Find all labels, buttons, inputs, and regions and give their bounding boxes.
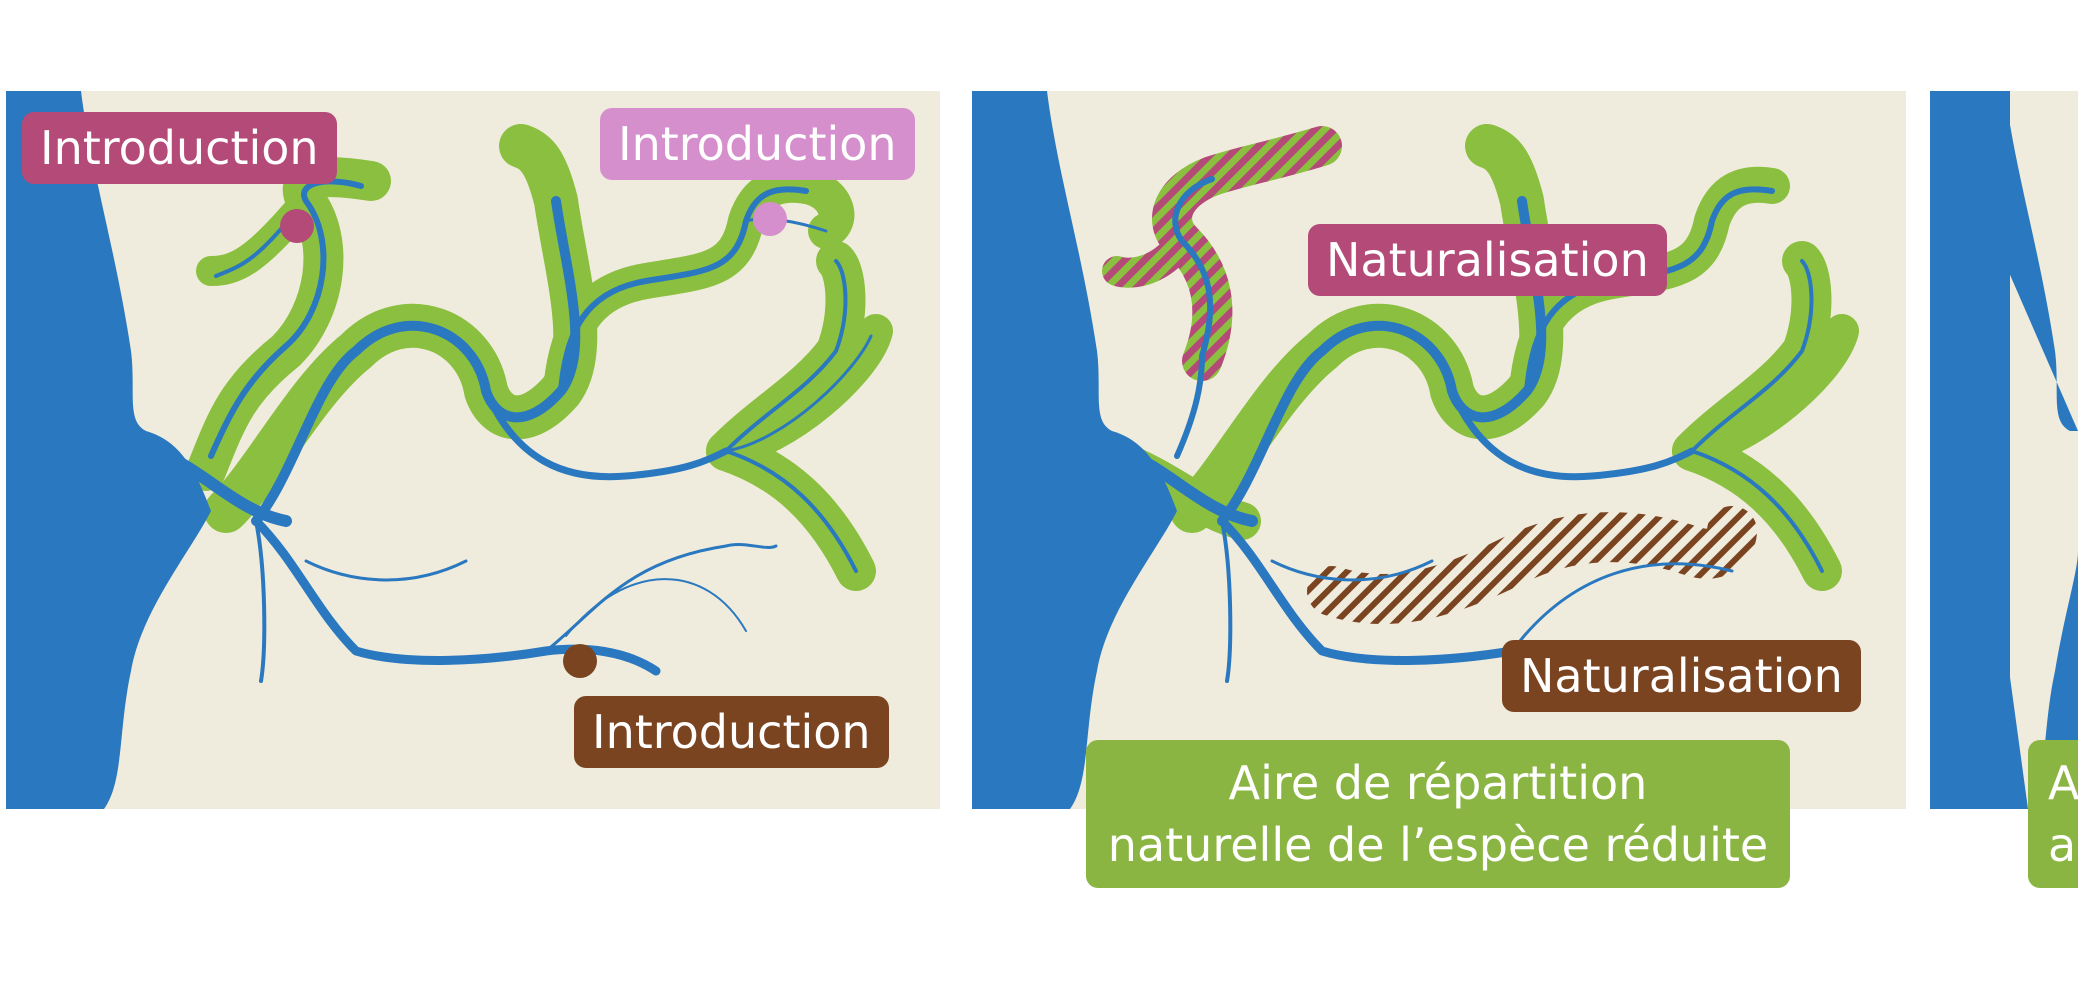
panel-3 [1930, 91, 2078, 809]
panel-3-coast-base [1930, 91, 2010, 809]
naturalisation-label-bottom: Naturalisation [1502, 640, 1861, 712]
introduction-point-pink [280, 209, 314, 243]
range-reduced-label-line-2: naturelle de l’espèce réduite [1107, 818, 1769, 872]
panel-3-partial-label-line-1: A [2048, 756, 2078, 810]
panel-1 [6, 91, 940, 809]
naturalisation-zone-pink-branch [1102, 226, 1197, 288]
panel-2-rivers [1116, 176, 1824, 683]
introduction-label-top-right: Introduction [600, 108, 915, 180]
panel-2-coast [972, 91, 1177, 809]
introduction-label-top-left: Introduction [22, 112, 337, 184]
naturalisation-label-top: Naturalisation [1308, 224, 1667, 296]
introduction-point-brown [563, 644, 597, 678]
panel-2 [972, 91, 1906, 809]
naturalisation-zone-brown [1307, 506, 1757, 625]
range-reduced-label-line-1: Aire de répartition [1228, 756, 1648, 810]
introduction-point-lilac [753, 202, 787, 236]
panel-3-partial-label: A a [2028, 740, 2078, 888]
panel-1-coast [6, 91, 211, 809]
panel-3-partial-label-line-2: a [2048, 818, 2077, 872]
range-reduced-label: Aire de répartition naturelle de l’espèc… [1086, 740, 1790, 888]
panel-1-rivers [150, 178, 873, 683]
introduction-label-bottom: Introduction [574, 696, 889, 768]
